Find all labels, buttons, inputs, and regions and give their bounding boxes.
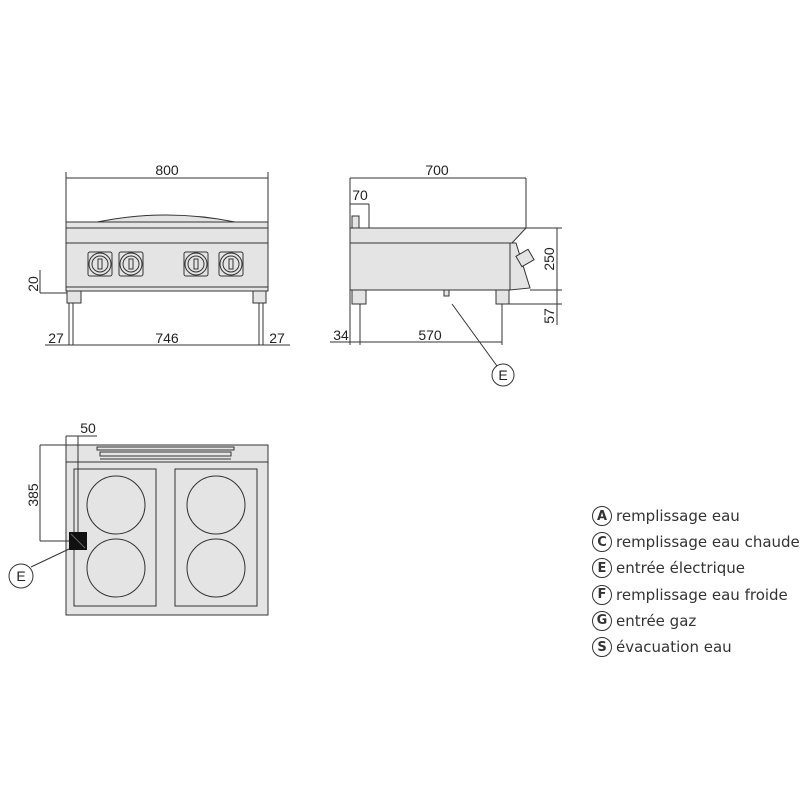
legend-code: A	[592, 506, 612, 527]
legend-code: E	[592, 558, 612, 579]
hotplate	[186, 475, 246, 535]
offset-y-dimension: 385	[25, 483, 41, 507]
control-panel	[509, 242, 531, 291]
splash-dimension: 70	[352, 187, 368, 203]
knob-icon	[515, 248, 535, 268]
right-offset-dimension: 27	[269, 330, 285, 346]
legend-code: C	[592, 532, 612, 553]
connection-marker	[8, 563, 34, 589]
front-width-dimension: 800	[155, 162, 179, 178]
height-dimension: 250	[541, 247, 557, 271]
hotplate	[186, 538, 246, 598]
connection-marker	[491, 363, 515, 387]
foot-height-dimension: 20	[25, 276, 41, 292]
connection-label: E	[498, 367, 507, 383]
foot	[252, 290, 267, 304]
left-offset-dimension: 27	[48, 330, 64, 346]
foot	[495, 289, 510, 305]
legend-text: remplissage eau	[616, 507, 740, 526]
leg-height-dimension: 57	[541, 308, 557, 324]
hotplate	[86, 475, 146, 535]
foot	[66, 290, 82, 304]
leg-span-dimension: 746	[155, 330, 179, 346]
knob-icon	[218, 251, 244, 277]
offset-x-dimension: 50	[80, 420, 96, 436]
front-view: 800 20 27 746 27	[25, 162, 290, 346]
control-knobs	[87, 251, 244, 277]
knob-icon	[183, 251, 209, 277]
knob-icon	[118, 251, 144, 277]
legend-text: remplissage eau froide	[616, 585, 788, 604]
electric-inlet	[443, 289, 450, 297]
foot	[351, 289, 367, 305]
plan-view: 50 385 E	[8, 420, 269, 616]
hotplate	[86, 538, 146, 598]
depth-dimension: 700	[425, 162, 449, 178]
legend-text: remplissage eau chaude	[616, 533, 800, 552]
back-splash	[351, 215, 360, 229]
legend-text: entrée électrique	[616, 559, 746, 578]
side-view: 700 70 250 57 34 570 E	[330, 162, 562, 387]
legend-text: évacuation eau	[616, 638, 732, 657]
legend-code: G	[592, 610, 612, 631]
legend-code: S	[592, 637, 612, 658]
knob-icon	[87, 251, 113, 277]
hob-zone	[174, 468, 258, 607]
rear-offset-dimension: 34	[333, 327, 349, 343]
side-leg-span-dimension: 570	[418, 327, 442, 343]
legend-text: entrée gaz	[616, 611, 697, 630]
lid	[96, 214, 236, 223]
connection-label: E	[16, 568, 25, 584]
legend-code: F	[592, 584, 612, 605]
